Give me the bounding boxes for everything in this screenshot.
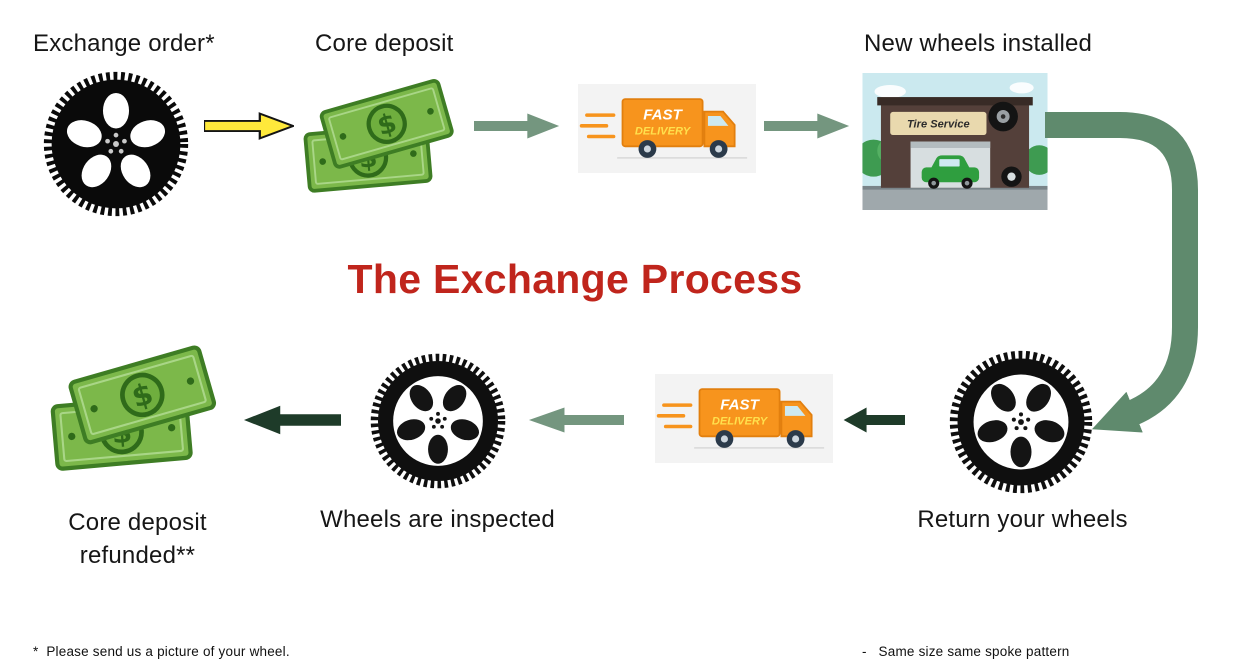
footnote-picture: * Please send us a picture of your wheel… [33,644,290,659]
arrow-shape [528,407,624,433]
core-deposit-refunded-label: Core deposit refunded** [30,506,245,572]
money-icon [305,80,453,191]
refund-money-icon [50,340,233,481]
refund-arrow-icon [243,405,341,435]
core-deposit-label: Core deposit [315,30,454,57]
footnotes-left: * Please send us a picture of your wheel… [33,594,290,666]
delivery-truck-icon [578,84,756,173]
footnote-spoke-pattern: - Same size same spoke pattern [862,644,1070,659]
return-wheel-icon [948,349,1094,495]
delivery-truck-return-image [655,374,833,463]
exchange-order-wheel-icon [42,70,190,218]
arrow-shape [474,113,560,139]
arrow-shape [243,405,341,435]
return-your-wheels-label: Return your wheels [917,506,1128,533]
tire-service-shop-image [862,73,1048,210]
core-deposit-money-icon [303,74,469,202]
money-icon [52,346,215,469]
page-title: The Exchange Process [347,256,803,302]
ship-arrow-2-icon [764,113,850,139]
delivery-truck-icon [655,374,833,463]
outline-wheel-icon [954,355,1088,489]
outline-wheel-icon [375,358,502,485]
arrow-shape [764,113,850,139]
arrow-shape [843,407,905,433]
footnotes-right: - Same size same spoke pattern - No chro… [862,594,1132,666]
exchange-order-label: Exchange order* [33,30,215,57]
yellow-arrow-icon [204,112,294,140]
tire-shop-icon [862,73,1048,210]
ship-arrow-1-icon [474,113,560,139]
wheels-are-inspected-label: Wheels are inspected [320,506,555,533]
return-ship-arrow-icon [843,407,905,433]
inspected-wheel-icon [369,352,507,490]
inspect-arrow-icon [528,407,624,433]
curved-arrow-path [1045,112,1198,433]
arrow-shape [204,112,294,140]
black-wheel-icon [48,76,184,212]
curved-return-arrow-icon [1045,112,1198,433]
new-wheels-installed-label: New wheels installed [864,30,1093,57]
refunded-label-line1: Core deposit [68,509,207,536]
refunded-label-line2: refunded** [79,542,196,569]
delivery-truck-outbound-image [578,84,756,173]
